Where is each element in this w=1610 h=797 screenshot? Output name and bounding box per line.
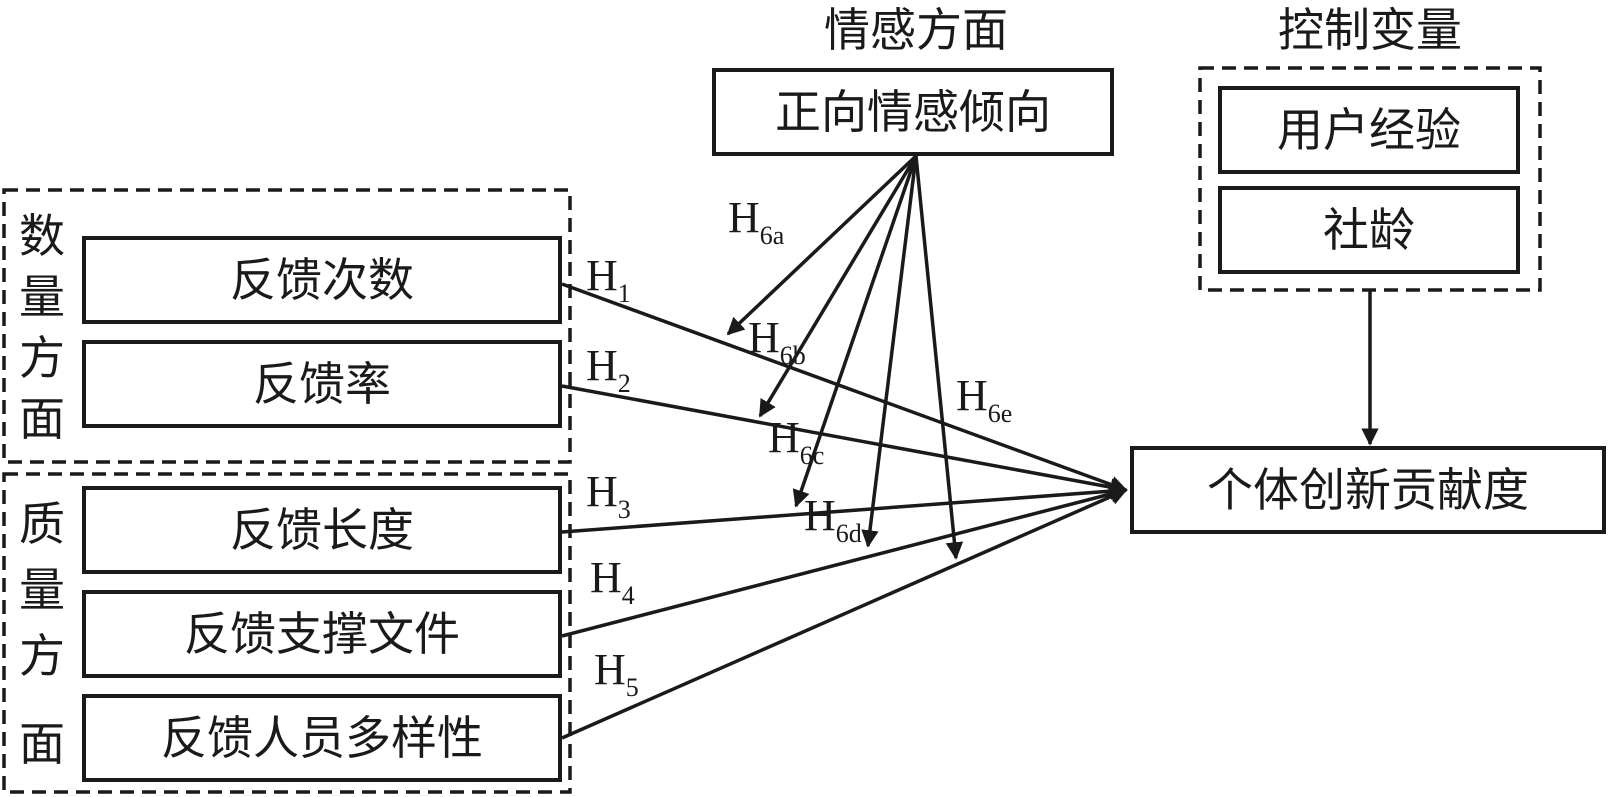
h6e-arrow <box>914 155 964 560</box>
h6d-label: H6d <box>804 491 862 548</box>
positive-sentiment-text: 正向情感倾向 <box>775 85 1051 139</box>
h6c-arrow <box>792 155 918 508</box>
tenure-text: 社龄 <box>1323 203 1415 257</box>
innovation-contribution-text: 个体创新贡献度 <box>1207 463 1529 517</box>
h6a-label: H6a <box>728 193 785 250</box>
h1-arrow <box>561 282 1128 493</box>
quality-group-frame <box>2 472 572 794</box>
quantity-label-char-2: 量 <box>19 270 65 324</box>
user-experience-text: 用户经验 <box>1277 103 1461 157</box>
feedback-length-text: 反馈长度 <box>230 503 414 557</box>
feedback-diversity-box <box>82 694 562 782</box>
quantity-group-frame <box>2 188 572 464</box>
h6a-arrow <box>726 154 918 336</box>
quality-label-char-3: 方 <box>19 629 65 683</box>
positive-sentiment-box <box>712 68 1114 156</box>
quantity-group-label: 数 量 方 面 <box>19 209 65 446</box>
h6b-arrow <box>758 155 918 418</box>
h1-label: H1 <box>586 251 631 308</box>
h5-arrow <box>561 488 1128 740</box>
h6b-label: H6b <box>748 313 806 370</box>
innovation-contribution-box <box>1130 446 1606 534</box>
feedback-length-box <box>82 486 562 574</box>
feedback-count-box <box>82 236 562 324</box>
quantity-label-char-4: 面 <box>19 392 65 446</box>
feedback-rate-box <box>82 340 562 428</box>
h6e-label: H6e <box>956 371 1012 428</box>
user-experience-box <box>1218 86 1520 174</box>
h3-arrow <box>561 482 1128 534</box>
emotion-group-label: 情感方面 <box>824 3 1008 57</box>
quality-label-char-1: 质 <box>19 497 65 551</box>
feedback-rate-text: 反馈率 <box>253 357 391 411</box>
h4-label: H4 <box>590 553 635 610</box>
h2-label: H2 <box>586 341 631 398</box>
feedback-diversity-text: 反馈人员多样性 <box>161 711 483 765</box>
h4-arrow <box>561 485 1128 638</box>
h6c-label: H6c <box>768 413 824 470</box>
h5-label: H5 <box>594 645 639 702</box>
h2-arrow <box>561 384 1128 496</box>
feedback-support-files-box <box>82 590 562 678</box>
control-group-label: 控制变量 <box>1278 3 1462 57</box>
quality-label-char-4: 面 <box>19 717 65 771</box>
tenure-box <box>1218 186 1520 274</box>
h6d-arrow <box>861 155 918 548</box>
quantity-label-char-1: 数 <box>19 209 65 263</box>
quality-label-char-2: 量 <box>19 563 65 617</box>
feedback-support-files-text: 反馈支撑文件 <box>184 607 460 661</box>
quantity-label-char-3: 方 <box>19 331 65 385</box>
h3-label: H3 <box>586 467 631 524</box>
feedback-count-text: 反馈次数 <box>230 253 414 307</box>
quality-group-label: 质 量 方 面 <box>19 497 65 771</box>
